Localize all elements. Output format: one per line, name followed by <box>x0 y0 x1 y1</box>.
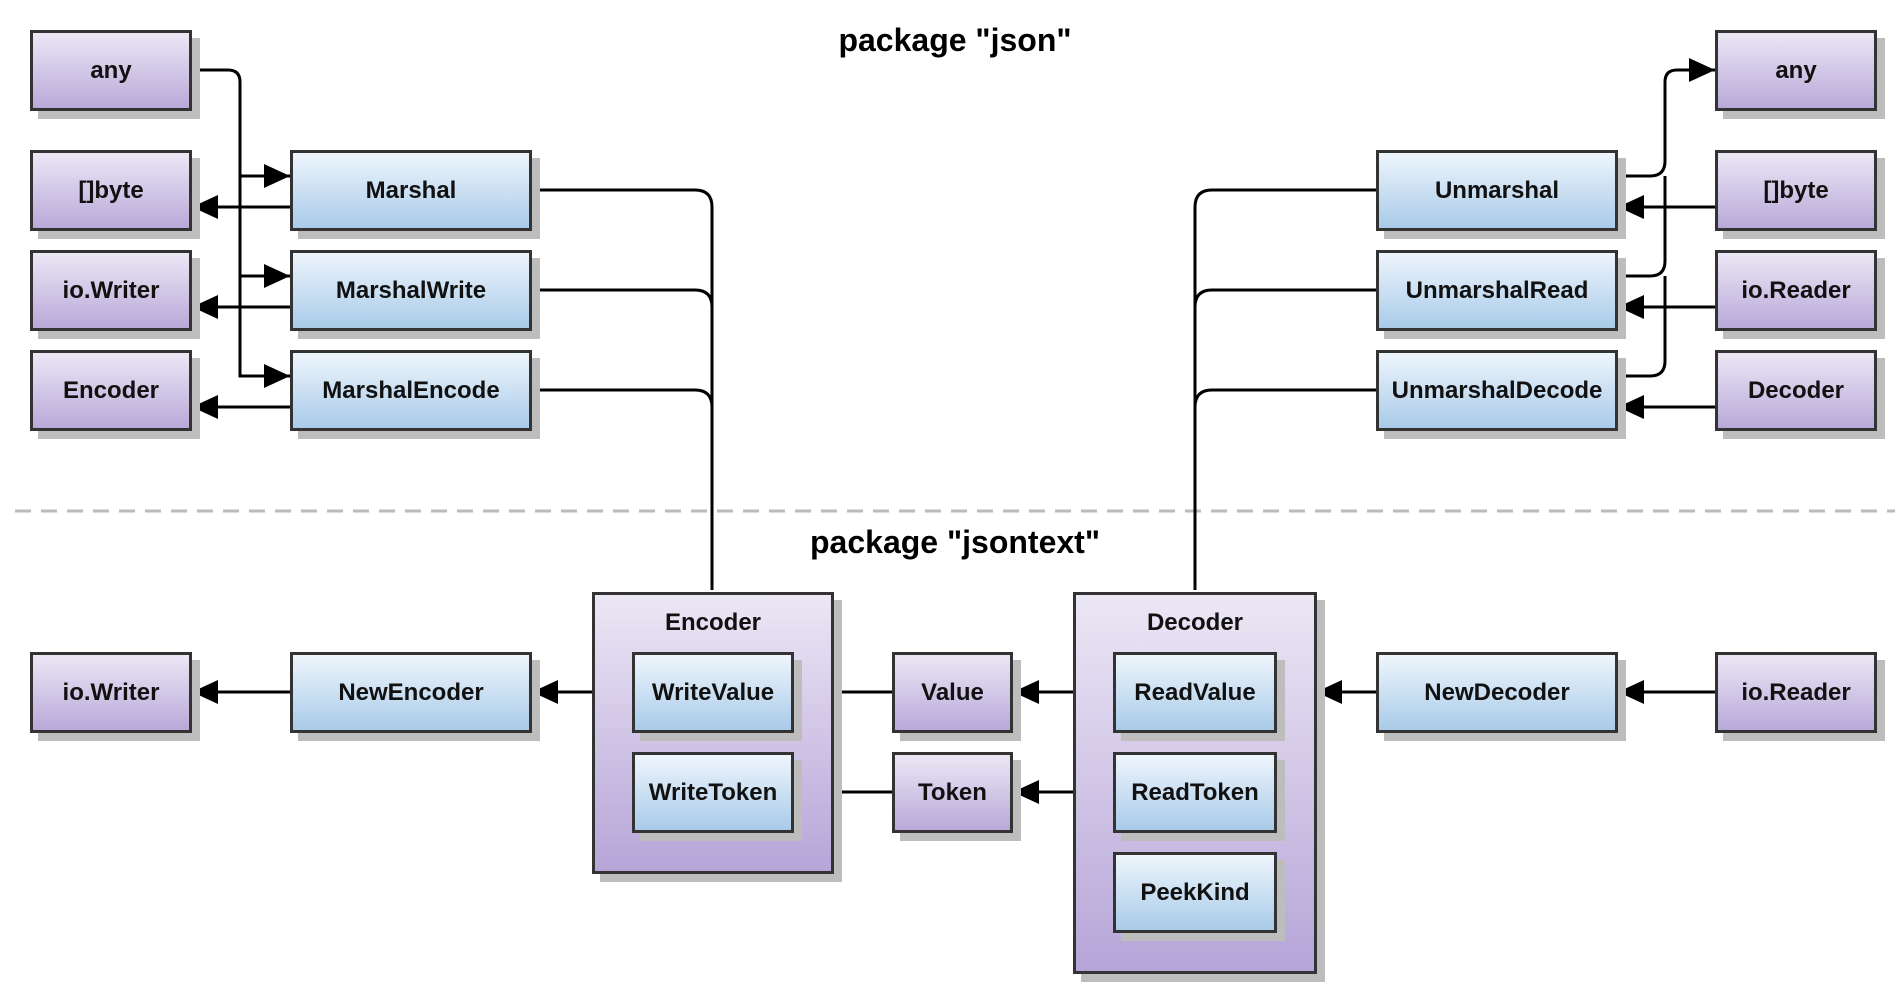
marshal-box: Marshal <box>290 150 532 231</box>
jsontext-package-title: package "jsontext" <box>810 524 1100 560</box>
decoder-right-box: Decoder <box>1715 350 1877 431</box>
writetoken-box: WriteToken <box>632 752 794 833</box>
unmarshal-box: Unmarshal <box>1376 150 1618 231</box>
edge-marshal-encoder <box>532 188 714 590</box>
readtoken-box: ReadToken <box>1113 752 1277 833</box>
bytes-left-box: []byte <box>30 150 192 231</box>
encoder-container-title: Encoder <box>664 609 762 636</box>
edge-unmarshal-any <box>1618 58 1715 178</box>
edge-unmarshalread-any <box>1618 176 1667 278</box>
edge-unmarshaldecode-any <box>1618 276 1667 378</box>
token-box: Token <box>892 752 1013 833</box>
any-right-box: any <box>1715 30 1877 111</box>
encoder-left-box: Encoder <box>30 350 192 431</box>
edge-unmarshalread-decoder <box>1193 288 1376 308</box>
unmarshalread-box: UnmarshalRead <box>1376 250 1618 331</box>
reader-jsontext-box: io.Reader <box>1715 652 1877 733</box>
readvalue-box: ReadValue <box>1113 652 1277 733</box>
edge-marshalwrite-encoder <box>532 288 714 308</box>
edge-any-marshal <box>192 68 290 188</box>
writer-jsontext-box: io.Writer <box>30 652 192 733</box>
edge-unmarshal-decoder <box>1193 188 1376 590</box>
edge-any-marshalencode <box>238 276 290 388</box>
edge-marshalencode-encoder-pkg <box>532 388 714 408</box>
reader-right-box: io.Reader <box>1715 250 1877 331</box>
edge-any-marshalwrite <box>238 176 290 288</box>
peekkind-box: PeekKind <box>1113 852 1277 933</box>
newdecoder-box: NewDecoder <box>1376 652 1618 733</box>
any-left-box: any <box>30 30 192 111</box>
marshalencode-box: MarshalEncode <box>290 350 532 431</box>
writevalue-box: WriteValue <box>632 652 794 733</box>
unmarshaldecode-box: UnmarshalDecode <box>1376 350 1618 431</box>
marshalwrite-box: MarshalWrite <box>290 250 532 331</box>
decoder-container-title: Decoder <box>1146 609 1244 636</box>
writer-left-box: io.Writer <box>30 250 192 331</box>
json-package-title: package "json" <box>838 22 1072 58</box>
bytes-right-box: []byte <box>1715 150 1877 231</box>
newencoder-box: NewEncoder <box>290 652 532 733</box>
edge-unmarshaldecode-decoder <box>1193 388 1376 408</box>
value-box: Value <box>892 652 1013 733</box>
